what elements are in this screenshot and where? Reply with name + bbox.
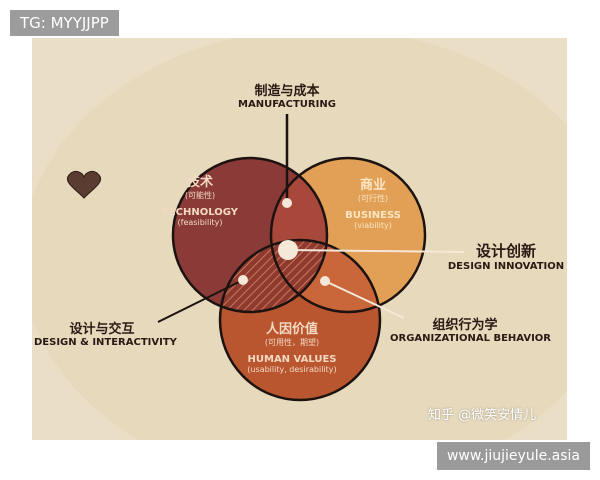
business-label: 商业 (可行性) BUSINESS (viability) <box>328 174 418 230</box>
zhihu-watermark: 知乎 @微笑安情儿 <box>428 408 537 423</box>
design-interactivity-en: DESIGN & INTERACTIVITY <box>34 337 177 348</box>
heart-icon <box>66 170 102 199</box>
org-behavior-cn: 组织行为学 <box>432 318 498 333</box>
diagram-photo: 制造与成本 MANUFACTURING 技术 (可能性) TECHNOLOGY … <box>32 38 567 440</box>
interactivity-connector <box>157 279 244 323</box>
design-innovation-label: 设计创新 DESIGN INNOVATION <box>446 240 566 272</box>
org-behavior-en: ORGANIZATIONAL BEHAVIOR <box>390 333 552 344</box>
technology-en-sub: (feasibility) <box>177 218 223 227</box>
venn-diagram <box>32 38 567 440</box>
design-innovation-en: DESIGN INNOVATION <box>447 261 565 272</box>
human-values-en-sub: (usability, desirability) <box>247 365 337 374</box>
business-sub: (可行性) <box>357 194 389 203</box>
human-values-en: HUMAN VALUES <box>247 354 337 365</box>
business-en-sub: (viability) <box>354 221 392 230</box>
technology-en: TECHNOLOGY <box>162 207 238 218</box>
human-values-sub: (可用性，期望) <box>264 338 320 347</box>
url-badge[interactable]: www.jiujieyule.asia <box>436 442 590 470</box>
tag-badge: TG: MYYJJPP <box>10 10 119 36</box>
manufacturing-label: 制造与成本 MANUFACTURING <box>227 80 347 110</box>
human-values-cn: 人因价值 <box>265 322 318 337</box>
design-interactivity-cn: 设计与交互 <box>69 322 135 337</box>
manufacturing-cn: 制造与成本 <box>254 84 320 99</box>
technology-cn: 技术 <box>186 175 213 190</box>
manufacturing-en: MANUFACTURING <box>238 99 336 110</box>
business-en: BUSINESS <box>345 210 401 221</box>
org-behavior-label: 组织行为学 ORGANIZATIONAL BEHAVIOR <box>390 314 552 344</box>
human-values-label: 人因价值 (可用性，期望) HUMAN VALUES (usability, d… <box>222 318 362 374</box>
technology-label: 技术 (可能性) TECHNOLOGY (feasibility) <box>155 171 245 227</box>
design-interactivity-label: 设计与交互 DESIGN & INTERACTIVITY <box>34 318 177 348</box>
technology-sub: (可能性) <box>184 191 216 200</box>
org-behavior-connector <box>324 280 405 319</box>
business-cn: 商业 <box>359 178 386 193</box>
design-innovation-cn: 设计创新 <box>475 242 536 260</box>
innovation-connector <box>287 249 465 253</box>
center-dot <box>278 240 298 260</box>
